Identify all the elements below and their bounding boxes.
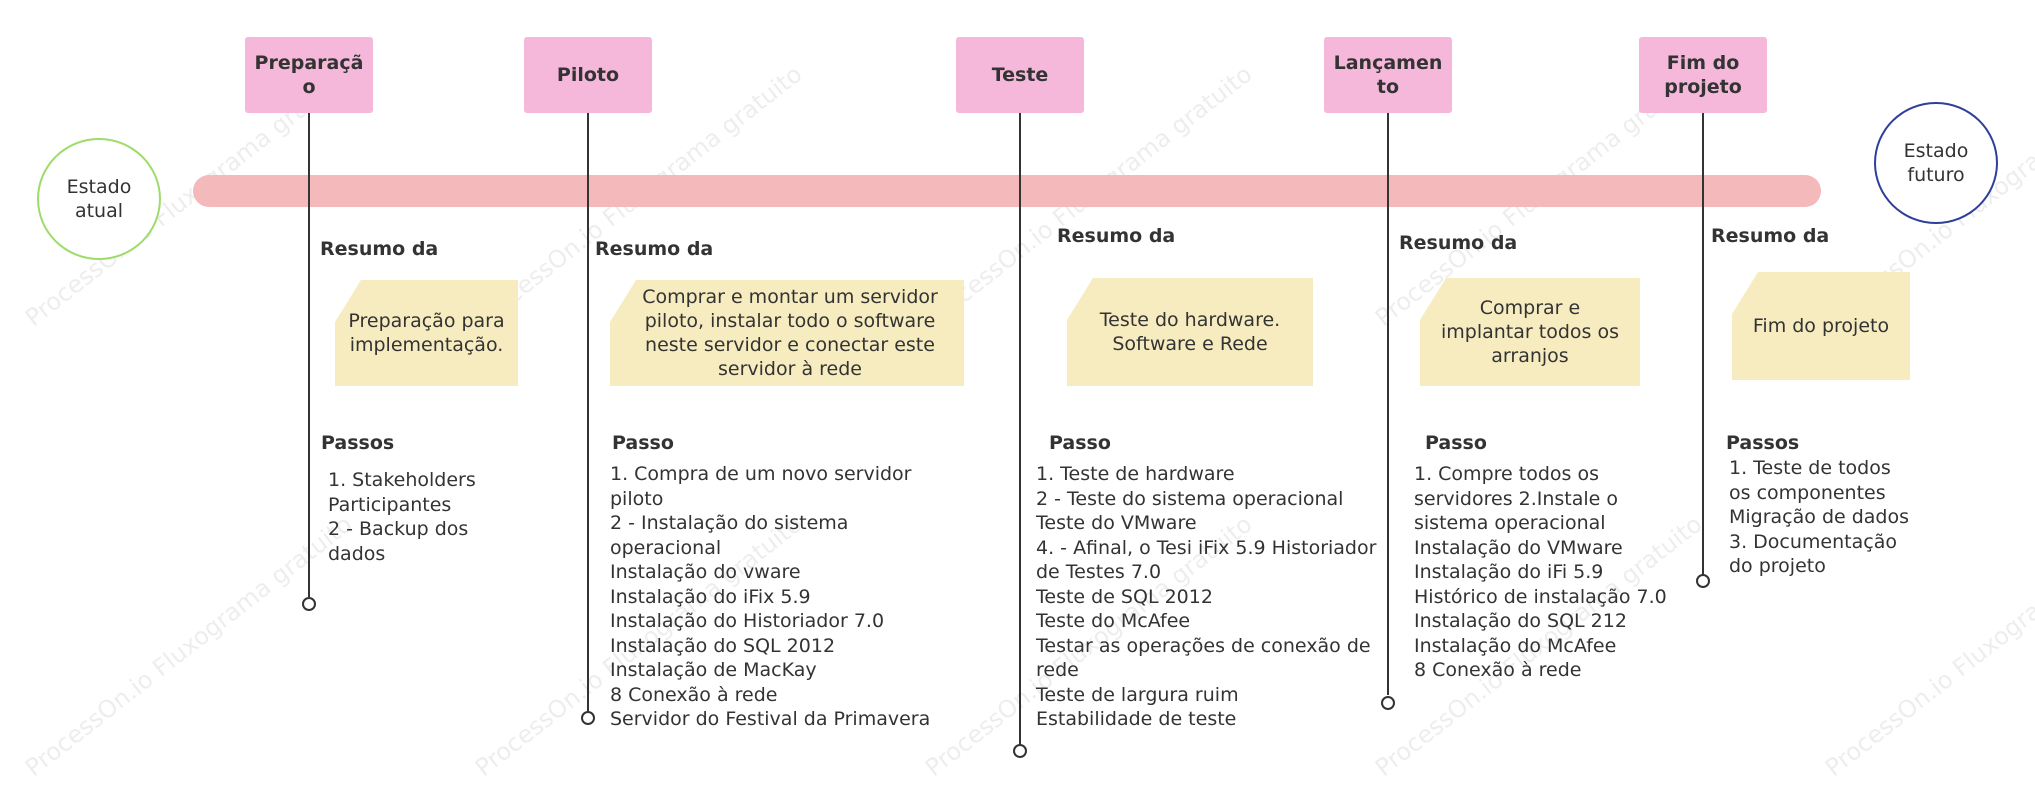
connector-end-dot <box>302 597 316 611</box>
step-line: Participantes <box>328 493 452 516</box>
connector-line <box>1702 113 1704 575</box>
step-line: 3. Documentação <box>1729 530 1897 553</box>
step-line: Testar as operações de conexão de <box>1036 634 1371 657</box>
step-line: Teste do McAfee <box>1036 610 1191 632</box>
step-line: Instalação do vware <box>610 561 801 583</box>
step-line: Instalação do Historiador 7.0 <box>610 610 885 632</box>
step-line: Teste de SQL 2012 <box>1036 585 1213 608</box>
step-line: servidores 2.Instale o <box>1414 487 1619 510</box>
step-line: do projeto <box>1729 555 1826 577</box>
current-state-node[interactable]: Estado atual <box>37 138 161 260</box>
step-line: rede <box>1036 659 1079 681</box>
summary-note[interactable]: Comprar e implantar todos os arranjos <box>1420 278 1640 386</box>
phase-box[interactable]: Teste <box>956 37 1084 113</box>
step-line: 1. Compra de um novo servidor <box>610 463 912 485</box>
step-line: 1. Teste de hardware <box>1036 463 1235 485</box>
summary-note[interactable]: Teste do hardware. Software e Rede <box>1067 278 1313 386</box>
summary-heading: Resumo da <box>595 238 714 260</box>
step-line: 1. Stakeholders <box>328 469 476 491</box>
step-line: Instalação do McAfee <box>1414 634 1617 657</box>
step-line: Teste de largura ruim <box>1036 683 1239 706</box>
future-state-node[interactable]: Estado futuro <box>1874 102 1998 224</box>
phase-box[interactable]: Preparação <box>245 37 373 113</box>
step-line: piloto <box>610 487 664 510</box>
step-line: 2 - Instalação do sistema <box>610 512 849 534</box>
step-line: Instalação do SQL 212 <box>1414 610 1627 632</box>
summary-heading: Resumo da <box>1399 232 1518 254</box>
step-line: 4. - Afinal, o Tesi iFix 5.9 Historiador <box>1036 536 1377 559</box>
step-line: Estabilidade de teste <box>1036 708 1237 730</box>
step-line: operacional <box>610 536 722 559</box>
steps-heading: Passo <box>612 432 674 454</box>
step-line: 2 - Backup dos <box>328 518 469 540</box>
summary-heading: Resumo da <box>1711 225 1830 247</box>
watermark: ProcessOn.io Fluxograma gratuito <box>20 509 358 783</box>
step-line: Migração de dados <box>1729 506 1910 528</box>
step-line: sistema operacional <box>1414 512 1606 534</box>
connector-end-dot <box>1013 744 1027 758</box>
step-line: de Testes 7.0 <box>1036 561 1162 583</box>
step-line: 1. Compre todos os <box>1414 463 1599 485</box>
step-line: os componentes <box>1729 481 1886 504</box>
phase-box[interactable]: Lançamento <box>1324 37 1452 113</box>
summary-heading: Resumo da <box>1057 225 1176 247</box>
connector-end-dot <box>581 711 595 725</box>
step-line: 8 Conexão à rede <box>610 683 778 706</box>
future-state-label: Estado futuro <box>1903 140 1969 186</box>
step-line: Instalação do VMware <box>1414 536 1623 559</box>
connector-line <box>587 113 589 713</box>
step-line: 2 - Teste do sistema operacional <box>1036 487 1344 510</box>
summary-note[interactable]: Preparação para implementação. <box>335 280 518 386</box>
step-line: 8 Conexão à rede <box>1414 659 1582 681</box>
connector-line <box>1387 113 1389 695</box>
summary-note[interactable]: Fim do projeto <box>1732 272 1910 380</box>
step-line: Instalação de MacKay <box>610 659 817 681</box>
steps-heading: Passos <box>321 432 395 454</box>
steps-heading: Passo <box>1049 432 1111 454</box>
steps-heading: Passos <box>1726 432 1800 454</box>
step-line: Servidor do Festival da Primavera <box>610 708 931 730</box>
connector-line <box>308 113 310 597</box>
timeline-bar[interactable] <box>193 175 1821 207</box>
step-line: Instalação do iFi 5.9 <box>1414 561 1604 583</box>
phase-box[interactable]: Fim do projeto <box>1639 37 1767 113</box>
connector-end-dot <box>1696 574 1710 588</box>
step-line: dados <box>328 542 386 565</box>
step-line: Teste do VMware <box>1036 512 1197 534</box>
step-line: Instalação do SQL 2012 <box>610 634 836 657</box>
summary-note[interactable]: Comprar e montar um servidor piloto, ins… <box>610 280 964 386</box>
connector-line <box>1019 113 1021 745</box>
connector-end-dot <box>1381 696 1395 710</box>
step-line: 1. Teste de todos <box>1729 457 1891 479</box>
step-line: Histórico de instalação 7.0 <box>1414 585 1667 608</box>
steps-heading: Passo <box>1425 432 1487 454</box>
step-line: Instalação do iFix 5.9 <box>610 585 811 608</box>
summary-heading: Resumo da <box>320 238 439 260</box>
current-state-label: Estado atual <box>66 176 132 222</box>
phase-box[interactable]: Piloto <box>524 37 652 113</box>
